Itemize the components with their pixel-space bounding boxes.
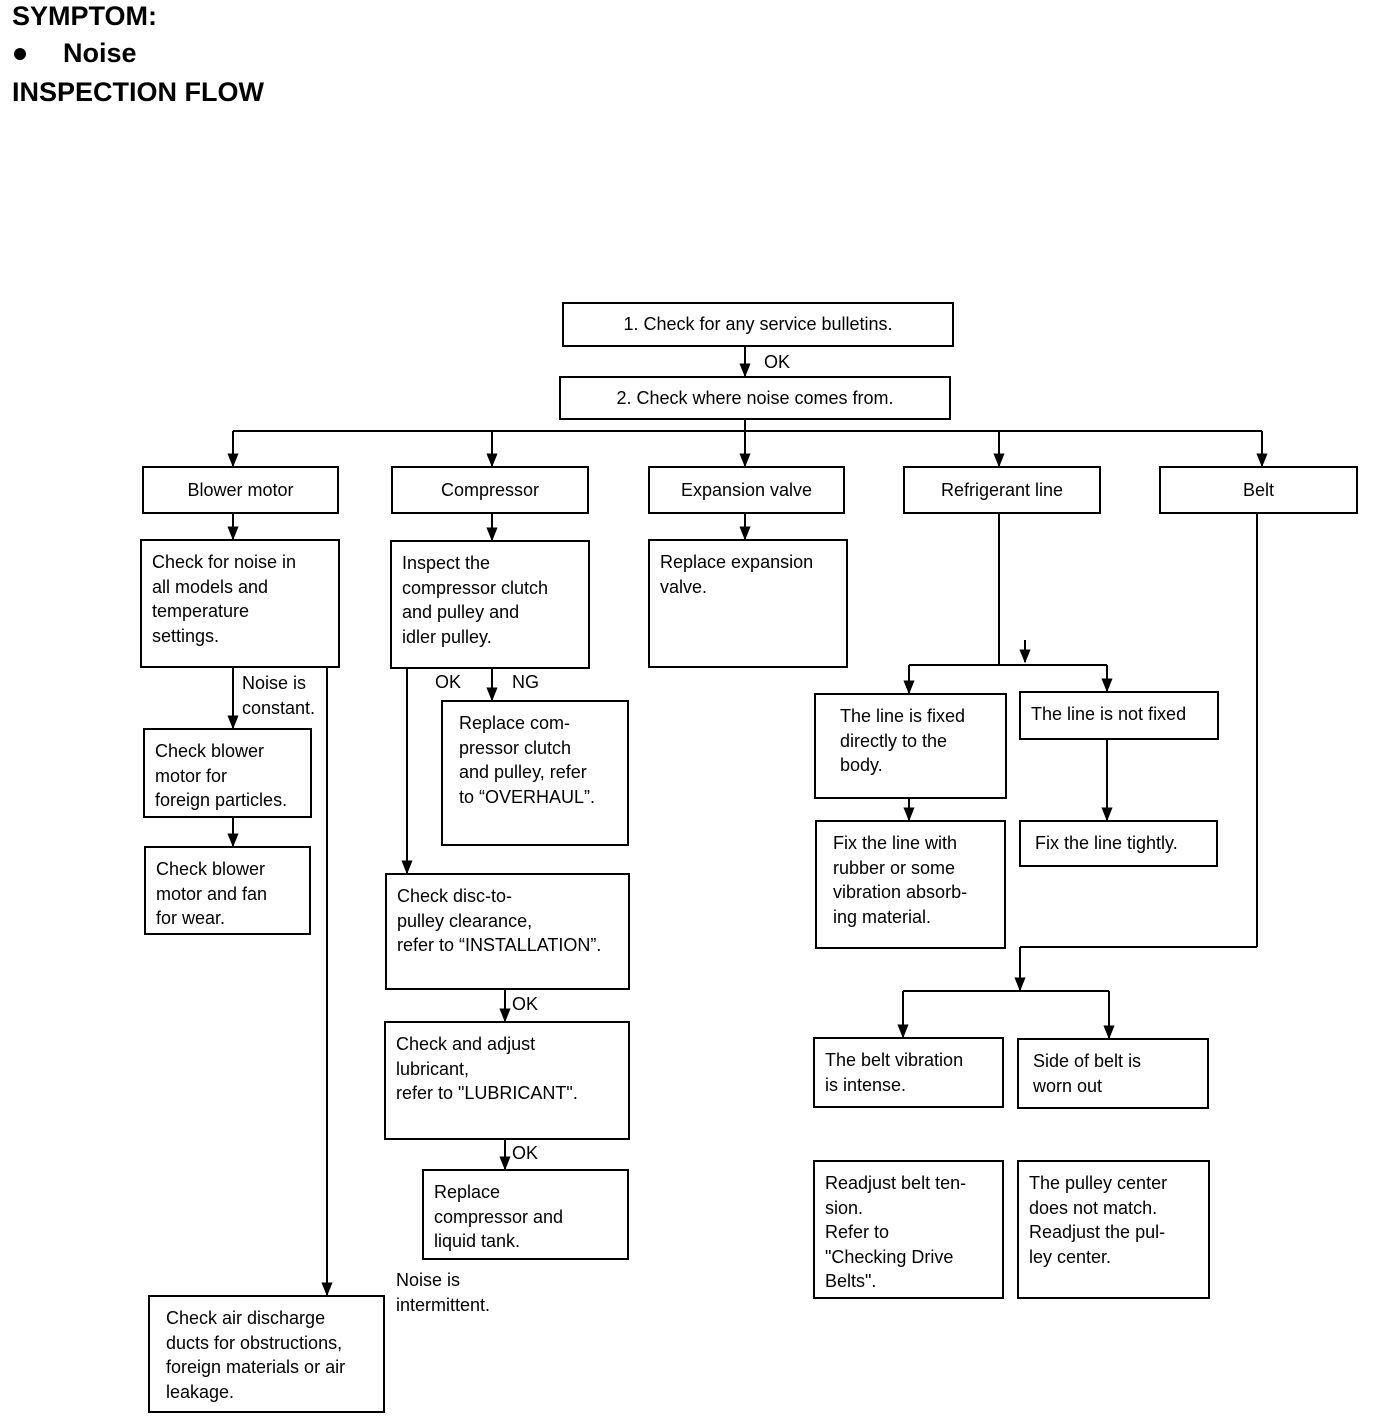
belt-vibration-intense: The belt vibration is intense. — [813, 1037, 1004, 1108]
blower-check-noise: Check for noise in all models and temper… — [140, 539, 340, 668]
ok-label: OK — [512, 994, 539, 1014]
belt-readjust-tension: Readjust belt ten- sion. Refer to "Check… — [813, 1160, 1004, 1299]
ng-label: NG — [512, 672, 539, 692]
belt-pulley-center: The pulley center does not match. Readju… — [1017, 1160, 1210, 1299]
category-expansion-valve: Expansion valve — [648, 466, 845, 514]
ok-label: OK — [764, 352, 791, 372]
inspection-flow-heading: INSPECTION FLOW — [12, 77, 264, 107]
refrigerant-fix-rubber: Fix the line with rubber or some vibrati… — [815, 820, 1006, 949]
compressor-check-lubricant: Check and adjust lubricant, refer to "LU… — [384, 1021, 630, 1140]
expansion-replace-valve: Replace expansion valve. — [648, 539, 848, 668]
bullet-icon — [14, 48, 26, 60]
blower-check-particles: Check blower motor for foreign particles… — [143, 728, 312, 818]
ok-label: OK — [435, 672, 462, 692]
compressor-inspect-clutch: Inspect the compressor clutch and pulley… — [390, 540, 590, 669]
category-belt: Belt — [1159, 466, 1358, 514]
symptom-name: Noise — [63, 38, 137, 68]
refrigerant-line-not-fixed: The line is not fixed — [1019, 691, 1219, 740]
blower-check-ducts: Check air discharge ducts for obstructio… — [148, 1295, 385, 1413]
compressor-replace-clutch: Replace com- pressor clutch and pulley, … — [441, 700, 629, 846]
blower-check-wear: Check blower motor and fan for wear. — [144, 846, 311, 935]
ok-label: OK — [512, 1143, 539, 1163]
category-refrigerant-line: Refrigerant line — [903, 466, 1101, 514]
step1-service-bulletins: 1. Check for any service bulletins. — [562, 302, 954, 347]
noise-constant-label: Noise is constant. — [242, 673, 316, 718]
noise-intermittent-label: Noise is intermittent. — [396, 1270, 491, 1315]
refrigerant-fix-tightly: Fix the line tightly. — [1019, 820, 1218, 867]
symptom-heading: SYMPTOM: — [12, 1, 158, 31]
category-blower-motor: Blower motor — [142, 466, 339, 514]
category-compressor: Compressor — [391, 466, 589, 514]
step2-noise-source: 2. Check where noise comes from. — [559, 376, 951, 420]
belt-side-worn: Side of belt is worn out — [1017, 1038, 1209, 1109]
refrigerant-line-fixed: The line is fixed directly to the body. — [814, 693, 1007, 799]
compressor-replace-compressor: Replace compressor and liquid tank. — [422, 1169, 629, 1260]
compressor-check-clearance: Check disc-to- pulley clearance, refer t… — [385, 873, 630, 990]
